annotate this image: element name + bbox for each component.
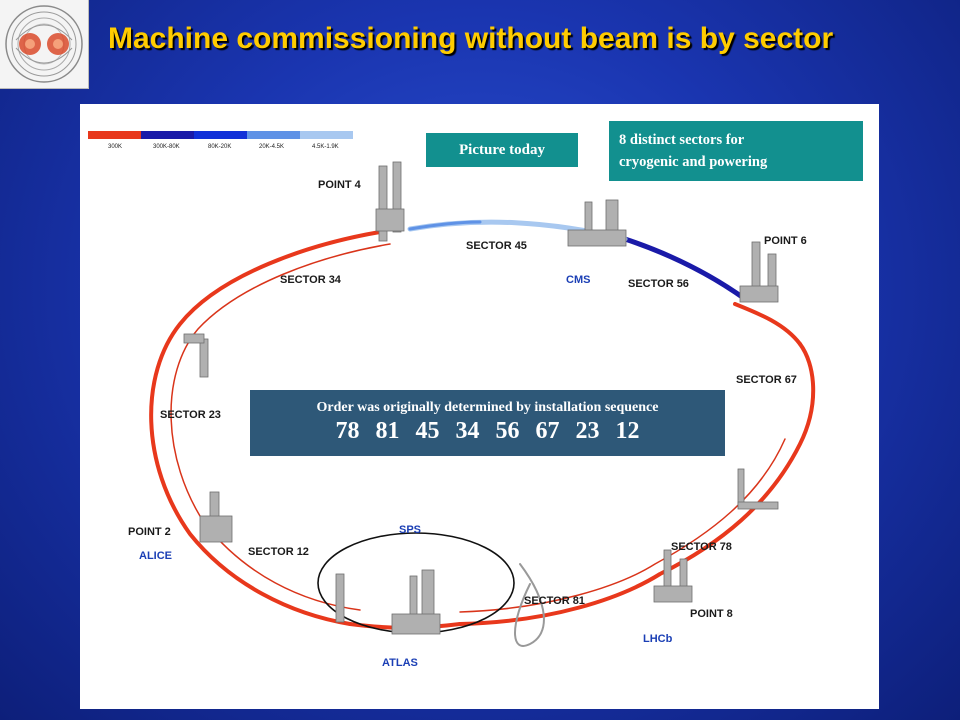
label-sector-81: SECTOR 81 [524,595,585,607]
distinct-sectors-line-2: cryogenic and powering [619,154,768,170]
legend-swatch-300k-80k [141,131,194,139]
slide-title: Machine commissioning without beam is by… [108,22,834,55]
label-sector-56: SECTOR 56 [628,278,689,290]
label-lhcb: LHCb [643,633,673,645]
label-alice: ALICE [139,550,172,562]
point3-building [183,333,205,344]
point8-building [653,585,693,603]
ring-arc-bottom-right [458,342,816,626]
atlas-shaft-c [421,569,435,619]
label-sps: SPS [399,524,421,536]
legend-swatch-4k5-1k9 [300,131,353,139]
point4-building [375,208,405,232]
picture-today-callout: Picture today [426,133,578,167]
point4-shaft-b [392,161,402,233]
label-sector-78: SECTOR 78 [671,541,732,553]
surface-infrastructure [183,161,779,635]
ring-inner-track-right [459,438,786,613]
ring-inner-track [170,243,391,611]
point6-building [739,285,779,303]
installation-order-callout: Order was originally determined by insta… [250,390,725,456]
point2-building [199,515,233,543]
legend-swatch-20k-4k5 [247,131,300,139]
label-sector-45: SECTOR 45 [466,240,527,252]
installation-order-note: Order was originally determined by insta… [316,400,659,415]
label-point-8: POINT 8 [690,608,733,620]
distinct-sectors-callout: 8 distinct sectors for cryogenic and pow… [609,121,863,181]
diagram-labels: POINT 4 SECTOR 45 CMS SECTOR 56 POINT 6 … [128,179,807,669]
legend-label-80k-20k: 80K-20K [208,144,231,150]
label-atlas: ATLAS [382,657,418,669]
label-point-4: POINT 4 [318,179,362,191]
label-point-2: POINT 2 [128,526,171,538]
point7-building [737,501,779,510]
point8-shaft-b [679,558,688,590]
ring-arc-sector56 [622,236,748,302]
label-sector-23: SECTOR 23 [160,409,221,421]
label-point-6: POINT 6 [764,235,807,247]
installation-order-sequence: 78 81 45 34 56 67 23 12 [335,418,640,444]
label-sector-34: SECTOR 34 [280,274,342,286]
atlas-shaft-a [335,573,345,623]
temperature-legend: 300K 300K-80K 80K-20K 20K-4.5K 4.5K-1.9K [88,131,353,150]
cern-logo [0,0,89,89]
legend-label-20k-4k5: 20K-4.5K [259,144,284,150]
atlas-building [391,613,441,635]
point8-shaft-a [663,549,672,591]
lhc-ring [149,219,816,647]
sps-transfer-line [514,563,545,647]
legend-label-4k5-1k9: 4.5K-1.9K [312,144,339,150]
point6-shaft-a [751,241,761,291]
point3-shaft [199,338,209,378]
ring-arc-left [149,230,382,626]
legend-label-300k: 300K [108,144,122,150]
legend-swatch-80k-20k [194,131,247,139]
ring-arc-sector45-mid [408,220,482,231]
ring-arc-right [733,302,802,346]
lhc-ring-diagram: 300K 300K-80K 80K-20K 20K-4.5K 4.5K-1.9K [88,131,816,669]
label-sector-67: SECTOR 67 [736,374,797,386]
point7-shaft [737,468,745,508]
distinct-sectors-line-1: 8 distinct sectors for [619,132,745,148]
legend-swatch-300k [88,131,141,139]
label-cms: CMS [566,274,590,286]
legend-label-300k-80k: 300K-80K [153,144,180,150]
label-sector-12: SECTOR 12 [248,546,309,558]
cms-shaft-a [584,201,593,235]
cms-building [567,229,627,247]
picture-today-text: Picture today [459,142,545,158]
point4-shaft-a [378,165,388,242]
